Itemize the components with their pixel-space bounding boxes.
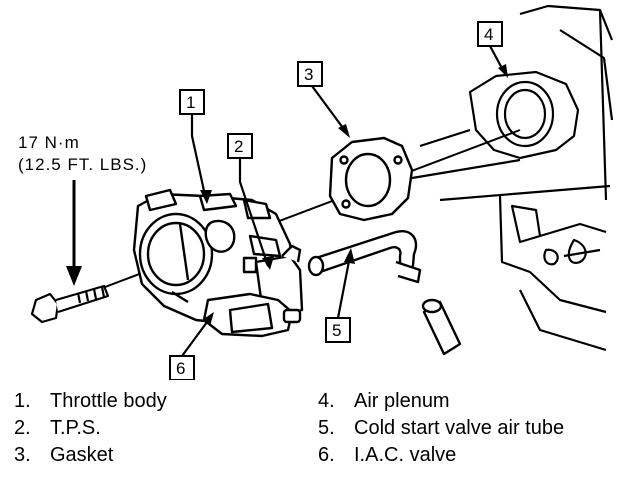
legend-label: Throttle body xyxy=(50,390,167,412)
legend-label: T.P.S. xyxy=(50,417,101,439)
callout-4: 4 xyxy=(477,21,508,78)
callout-3: 3 xyxy=(297,61,350,138)
svg-text:2: 2 xyxy=(234,137,243,156)
legend-number: 1. xyxy=(14,390,31,412)
legend-number: 6. xyxy=(318,444,335,466)
torque-value-ftlbs: (12.5 FT. LBS.) xyxy=(18,155,147,174)
legend-item-5: 5. Cold start valve air tube xyxy=(318,415,564,442)
legend-label: Gasket xyxy=(50,444,114,466)
air-plenum-illustration xyxy=(411,4,614,352)
iac-valve-illustration xyxy=(202,292,302,338)
callout-6: 6 xyxy=(169,312,214,380)
legend-item-3: 3. Gasket xyxy=(14,442,167,469)
legend-label: Cold start valve air tube xyxy=(354,417,565,439)
legend-label: I.A.C. valve xyxy=(354,444,457,466)
legend-label: Air plenum xyxy=(354,390,450,412)
callout-1: 1 xyxy=(179,89,212,204)
legend-column-left: 1. Throttle body 2. T.P.S. 3. Gasket xyxy=(14,388,167,469)
legend-number: 5. xyxy=(318,417,335,439)
bolt-illustration xyxy=(30,284,110,324)
gasket-illustration xyxy=(328,136,414,222)
torque-arrow xyxy=(66,180,82,286)
assembly-axis-line xyxy=(59,129,521,305)
svg-text:4: 4 xyxy=(484,25,493,44)
legend-item-6: 6. I.A.C. valve xyxy=(318,442,564,469)
svg-text:6: 6 xyxy=(176,359,185,378)
parts-legend: 1. Throttle body 2. T.P.S. 3. Gasket 4. Air … xyxy=(0,388,620,483)
torque-value-nm: 17 N·m xyxy=(18,133,80,152)
legend-number: 3. xyxy=(14,444,31,466)
svg-text:1: 1 xyxy=(186,93,195,112)
svg-text:3: 3 xyxy=(304,65,313,84)
callout-2: 2 xyxy=(227,133,274,270)
air-tube-illustration xyxy=(307,230,462,356)
svg-text:5: 5 xyxy=(332,321,341,340)
legend-item-2: 2. T.P.S. xyxy=(14,415,167,442)
legend-number: 4. xyxy=(318,390,335,412)
exploded-diagram: 17 N·m (12.5 FT. LBS.) 1 2 3 4 5 6 xyxy=(18,4,614,380)
legend-number: 2. xyxy=(14,417,31,439)
callout-5: 5 xyxy=(325,248,355,343)
legend-column-right: 4. Air plenum 5. Cold start valve air tube… xyxy=(318,388,564,469)
legend-item-4: 4. Air plenum xyxy=(318,388,564,415)
legend-item-1: 1. Throttle body xyxy=(14,388,167,415)
